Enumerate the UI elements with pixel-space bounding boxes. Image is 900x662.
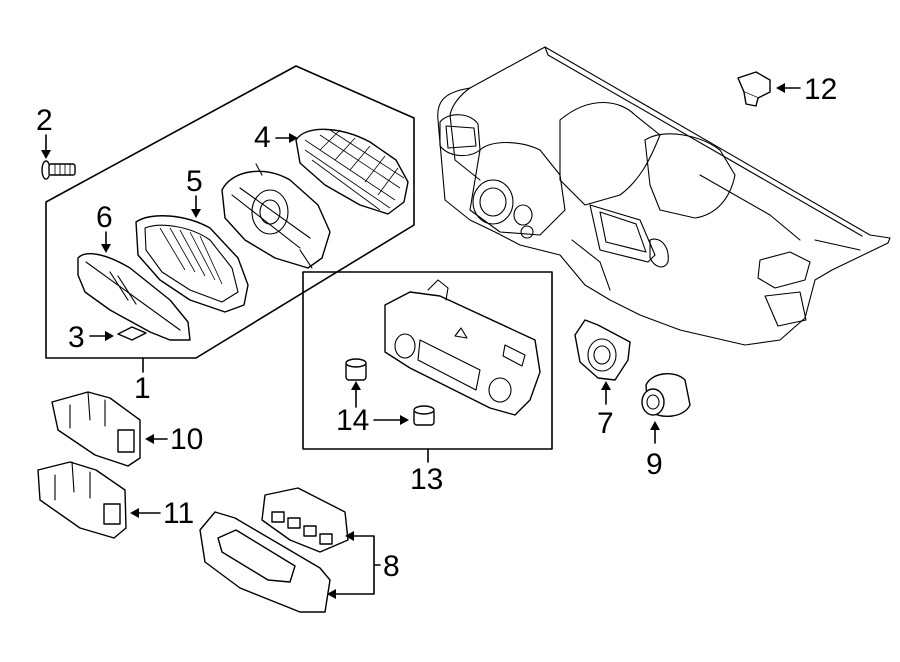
callout-9: 9 <box>646 448 663 481</box>
switch-bracket-lower-part <box>37 461 127 539</box>
callout-8: 8 <box>383 550 400 583</box>
knob-part <box>345 358 435 426</box>
climate-panel-part <box>384 279 541 416</box>
start-bracket-part <box>574 319 631 381</box>
clip-part <box>737 71 771 107</box>
callout-1: 1 <box>134 372 151 405</box>
callout-3: 3 <box>68 321 85 354</box>
callout-11: 11 <box>163 497 194 530</box>
cluster-lens-part <box>77 252 191 341</box>
label-part <box>117 326 147 341</box>
start-button-part <box>641 373 691 417</box>
callout-12: 12 <box>804 73 837 106</box>
cluster-back-plate-part <box>295 128 409 215</box>
screw-part <box>41 160 76 180</box>
callout-5: 5 <box>186 165 203 198</box>
leader-lines <box>41 83 801 599</box>
cluster-gauge-part <box>221 163 331 269</box>
callout-13: 13 <box>410 463 443 496</box>
callout-2: 2 <box>36 104 53 137</box>
callout-labels: 2 6 5 4 3 1 10 11 8 13 14 7 9 12 <box>36 73 837 583</box>
callout-14: 14 <box>336 404 369 437</box>
cluster-group-outline <box>45 65 415 359</box>
switch-bezel-part <box>199 511 331 613</box>
cluster-housing-part <box>135 215 249 313</box>
switch-bracket-upper-part <box>51 391 141 467</box>
callout-10: 10 <box>170 423 203 456</box>
switch-panel-part <box>261 487 349 553</box>
callout-6: 6 <box>96 201 113 234</box>
dashboard <box>437 46 891 346</box>
callout-7: 7 <box>597 407 614 440</box>
callout-4: 4 <box>254 121 271 154</box>
